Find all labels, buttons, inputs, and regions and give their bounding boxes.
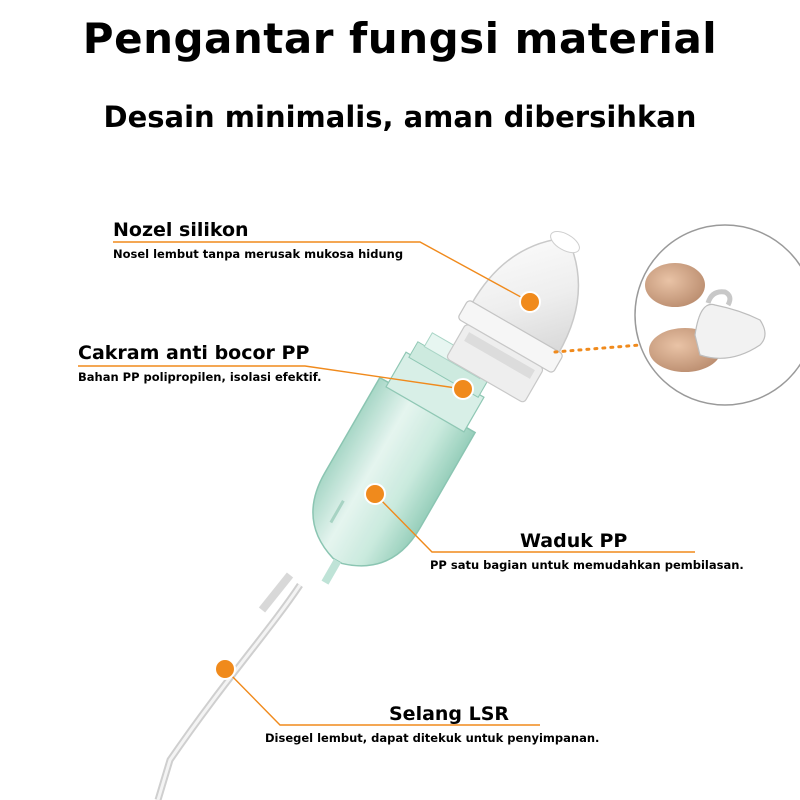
label-waduk-desc: PP satu bagian untuk memudahkan pembilas… <box>430 558 744 572</box>
valve-detail-inset <box>635 225 800 405</box>
label-cakram: Cakram anti bocor PP Bahan PP polipropil… <box>78 342 321 384</box>
dot-waduk <box>365 484 385 504</box>
label-waduk-name: Waduk PP <box>520 530 744 552</box>
inset-connector <box>555 345 640 352</box>
tube-drawing <box>158 575 300 800</box>
label-nozel-silikon: Nozel silikon Nosel lembut tanpa merusak… <box>113 219 403 261</box>
dot-nozel <box>520 292 540 312</box>
dot-cakram <box>453 379 473 399</box>
label-nozel-name: Nozel silikon <box>113 219 403 241</box>
label-selang-lsr: Selang LSR Disegel lembut, dapat ditekuk… <box>265 703 599 745</box>
label-cakram-desc: Bahan PP polipropilen, isolasi efektif. <box>78 370 321 384</box>
label-nozel-desc: Nosel lembut tanpa merusak mukosa hidung <box>113 247 403 261</box>
label-cakram-name: Cakram anti bocor PP <box>78 342 321 364</box>
label-waduk-pp: Waduk PP PP satu bagian untuk memudahkan… <box>430 530 744 572</box>
dot-selang <box>215 659 235 679</box>
label-selang-name: Selang LSR <box>389 703 599 725</box>
label-selang-desc: Disegel lembut, dapat ditekuk untuk peny… <box>265 731 599 745</box>
